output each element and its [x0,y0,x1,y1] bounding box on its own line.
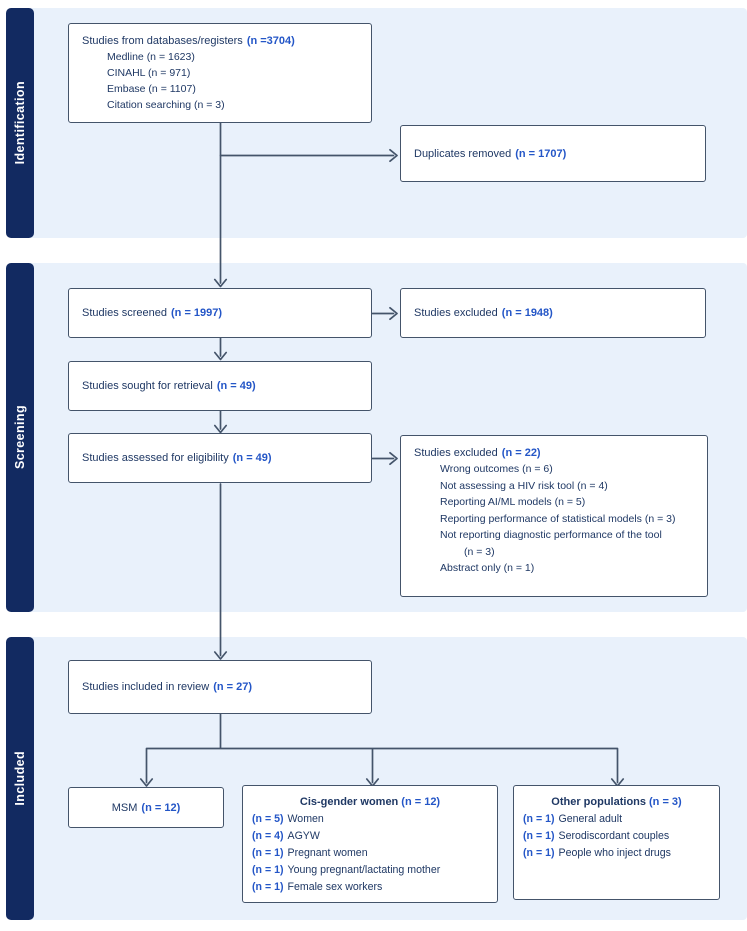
box-studies-included: Studies included in review(n = 27) [68,660,372,714]
n-value: (n = 1) [523,847,555,859]
n-value: (n = 1707) [515,147,567,160]
n-value: (n = 1) [252,864,284,876]
exclusion-reason-continuation: (n = 3) [464,545,495,558]
n-value: (n = 27) [213,681,253,693]
box-title: Cis-gender women(n = 12) [299,796,441,808]
exclusion-reason: Reporting AI/ML models (n = 5) [440,496,586,508]
n-value: (n = 3) [649,796,682,808]
box-title: Other populations(n = 3) [551,796,682,808]
included-stage-bar: Included [6,637,34,920]
box-studies-from-databases: Studies from databases/registers(n =3704… [68,23,372,123]
box-title: Studies assessed for eligibility [82,452,229,464]
population-item: (n = 1)General adult [514,811,719,828]
n-value: (n = 49) [216,380,256,392]
box-msm: MSM(n = 12) [68,787,224,828]
n-value: (n = 5) [252,813,284,825]
box-title: MSM [111,801,138,814]
box-title: Studies sought for retrieval [82,380,213,392]
n-value: (n = 12) [401,796,441,808]
n-value: (n = 1) [252,881,284,893]
box-duplicates-removed: Duplicates removed(n = 1707) [400,125,706,182]
n-value: (n = 1) [523,830,555,842]
population-item: (n = 5)Women [243,811,497,828]
box-studies-excluded-eligibility: Studies excluded(n = 22) Wrong outcomes … [400,435,708,597]
population-item: (n = 1)Young pregnant/lactating mother [243,862,497,879]
exclusion-reason: Abstract only (n = 1) [440,562,535,574]
identification-stage-bar: Identification [6,8,34,238]
screening-stage-label: Screening [13,405,27,470]
box-title: Studies screened [82,307,167,319]
n-value: (n = 1) [252,847,284,859]
n-value: (n = 1948) [501,307,553,319]
box-cis-gender-women: Cis-gender women(n = 12) (n = 5)Women (n… [242,785,498,903]
identification-stage-label: Identification [13,81,27,165]
box-studies-assessed: Studies assessed for eligibility(n = 49) [68,433,372,483]
source-item: Embase (n = 1107) [107,83,196,95]
n-value: (n = 49) [232,452,272,464]
n-value: (n = 12) [141,801,181,814]
n-value: (n = 22) [501,447,541,459]
source-item: CINAHL (n = 971) [107,67,191,79]
n-value: (n = 1) [523,813,555,825]
box-title: Studies from databases/registers(n =3704… [82,35,295,47]
population-item: (n = 1)Serodiscordant couples [514,828,719,845]
exclusion-reason: Reporting performance of statistical mod… [440,512,676,525]
source-item: Medline (n = 1623) [107,51,195,63]
box-title: Duplicates removed [414,147,512,160]
box-title: Studies included in review [82,681,210,693]
n-value: (n = 1997) [171,307,223,319]
box-studies-screened: Studies screened (n = 1997) [68,288,372,338]
screening-stage-bar: Screening [6,263,34,612]
source-item: Citation searching (n = 3) [107,99,225,111]
population-item: (n = 4)AGYW [243,828,497,845]
exclusion-reason: Not reporting diagnostic performance of … [440,529,662,541]
box-studies-excluded-screening: Studies excluded(n = 1948) [400,288,706,338]
population-item: (n = 1)Pregnant women [243,845,497,862]
population-item: (n = 1)Female sex workers [243,879,497,896]
box-studies-sought: Studies sought for retrieval(n = 49) [68,361,372,411]
population-item: (n = 1)People who inject drugs [514,845,719,862]
box-title: Studies excluded [414,307,498,319]
n-value: (n =3704) [246,35,295,47]
box-title: Studies excluded(n = 22) [414,447,541,459]
exclusion-reason: Wrong outcomes (n = 6) [440,463,553,475]
n-value: (n = 4) [252,830,284,842]
box-other-populations: Other populations(n = 3) (n = 1)General … [513,785,720,900]
exclusion-reason: Not assessing a HIV risk tool (n = 4) [440,479,608,492]
included-stage-label: Included [13,751,27,806]
